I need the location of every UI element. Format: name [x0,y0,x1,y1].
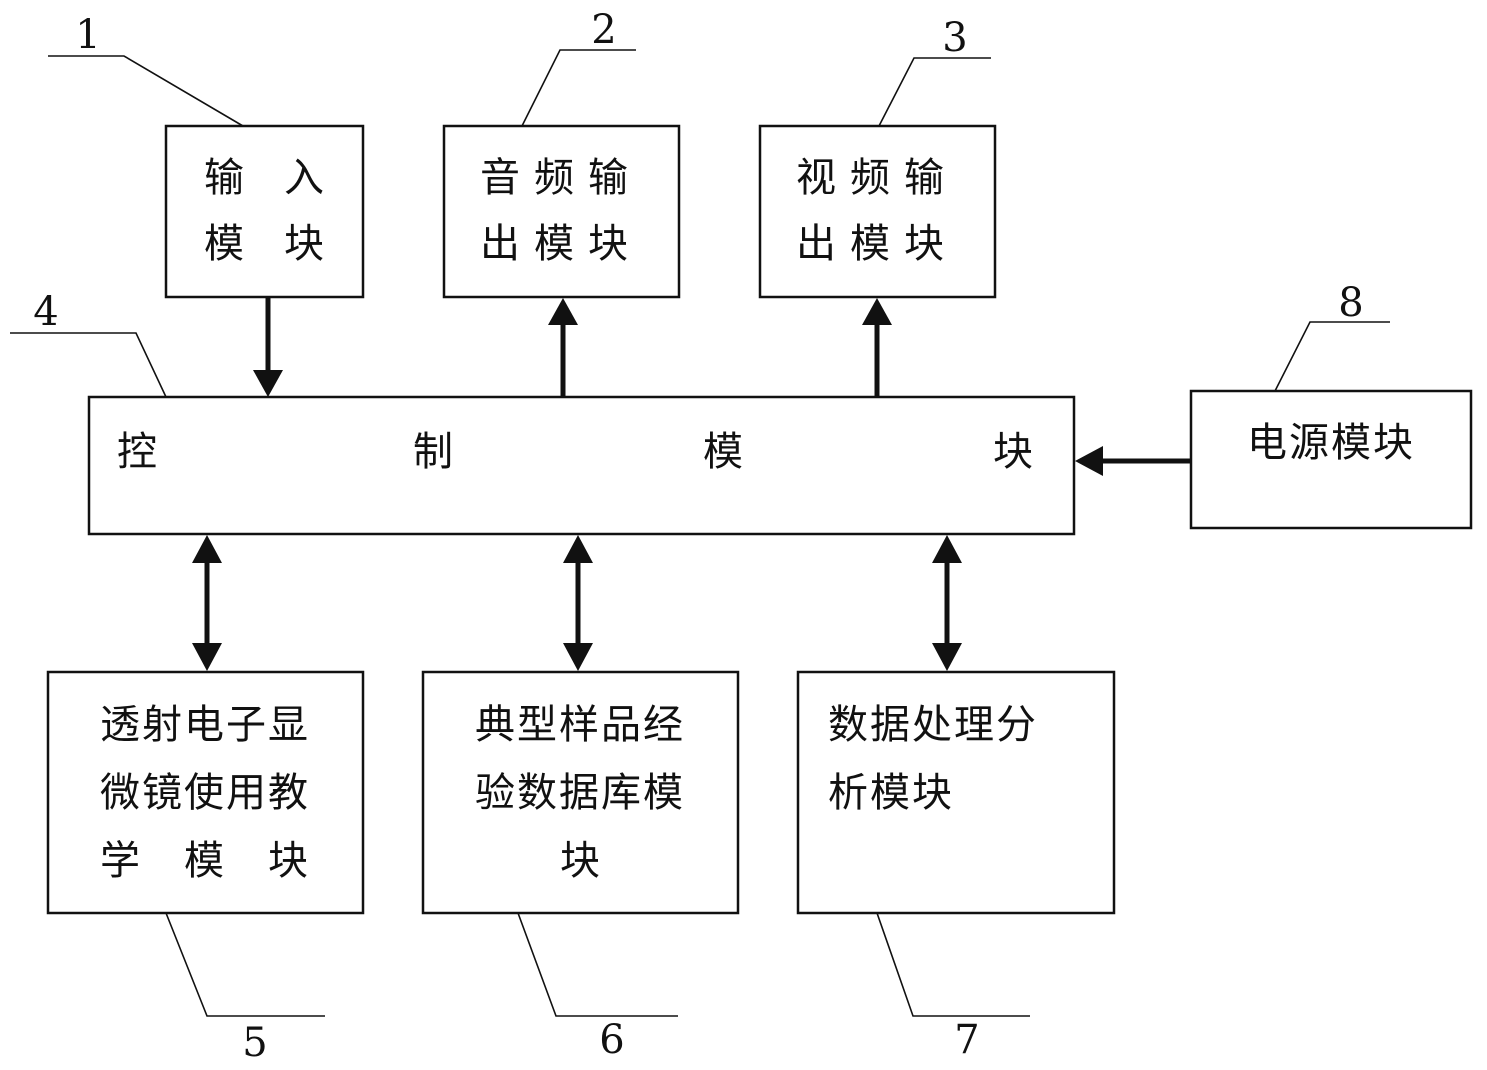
arrowhead-left [1075,446,1103,476]
callout-6: 6 [518,913,678,1063]
reference-number: 8 [1338,280,1363,326]
input-module: 输 入 模 块 [166,126,363,297]
teaching-module: 透射电子显 微镜使用教 学 模 块 [48,672,363,913]
control-module-char-1: 控 [117,429,157,475]
callout-1: 1 [48,12,243,126]
video-output-module-box [760,126,995,297]
reference-number: 2 [591,7,616,53]
audio-output-module-line-1: 音频输 [480,155,642,201]
leader-line [879,58,991,126]
database-module: 典型样品经 验数据库模 块 [423,672,738,913]
arrowhead-up [862,298,892,325]
audio-output-module: 音频输 出模块 [444,126,679,297]
arrowhead-up [548,298,578,325]
teaching-module-line-1: 透射电子显 [100,702,310,748]
callout-7: 7 [877,913,1030,1063]
arrowhead-down [932,643,962,671]
callout-4: 4 [10,289,166,397]
callout-2: 2 [522,7,636,126]
leader-line [48,56,243,126]
arrowhead-down [253,370,283,397]
reference-number: 4 [33,289,58,335]
audio-output-module-line-2: 出模块 [480,221,642,267]
control-database-arrow [563,535,593,671]
callout-5: 5 [166,913,325,1066]
arrowhead-down [563,643,593,671]
video-output-module: 视频输 出模块 [760,126,995,297]
database-module-line-2: 验数据库模 [475,770,685,816]
database-module-line-3: 块 [560,838,600,884]
control-to-video-arrow [862,298,892,397]
teaching-module-line-3: 学 模 块 [100,838,310,884]
teaching-module-line-2: 微镜使用教 [100,770,310,816]
control-module-char-3: 模 [703,429,743,475]
arrowhead-up [932,535,962,563]
input-module-box [166,126,363,297]
analysis-module-line-1: 数据处理分 [828,702,1038,748]
input-module-line-2: 模 块 [204,221,324,267]
audio-output-module-box [444,126,679,297]
control-module-char-4: 块 [993,429,1033,475]
video-output-module-line-2: 出模块 [796,221,958,267]
power-module-line-1: 电源模块 [1247,420,1415,466]
reference-number: 7 [954,1017,979,1063]
video-output-module-line-1: 视频输 [796,155,958,201]
analysis-module: 数据处理分 析模块 [798,672,1114,913]
arrowhead-up [192,535,222,563]
input-module-line-1: 输 入 [204,155,324,201]
control-teaching-arrow [192,535,222,671]
leader-line [877,913,1030,1016]
control-module-box [89,397,1074,534]
database-module-line-1: 典型样品经 [475,702,685,748]
power-to-control-arrow [1075,446,1191,476]
arrowhead-down [192,643,222,671]
callout-8: 8 [1275,280,1390,391]
leader-line [518,913,678,1016]
control-module: 控 制 模 块 [89,397,1074,534]
leader-line [166,913,325,1016]
reference-number: 3 [942,15,967,61]
reference-number: 6 [599,1017,624,1063]
leader-line [522,50,636,126]
arrowhead-up [563,535,593,563]
control-module-char-2: 制 [413,429,453,475]
control-analysis-arrow [932,535,962,671]
control-to-audio-arrow [548,298,578,397]
leader-line [10,333,166,397]
power-module: 电源模块 [1191,391,1471,528]
analysis-module-line-2: 析模块 [828,770,954,816]
input-to-control-arrow [253,297,283,397]
leader-line [1275,322,1390,391]
callout-3: 3 [879,15,991,126]
reference-number: 1 [75,12,100,58]
reference-number: 5 [242,1020,267,1066]
